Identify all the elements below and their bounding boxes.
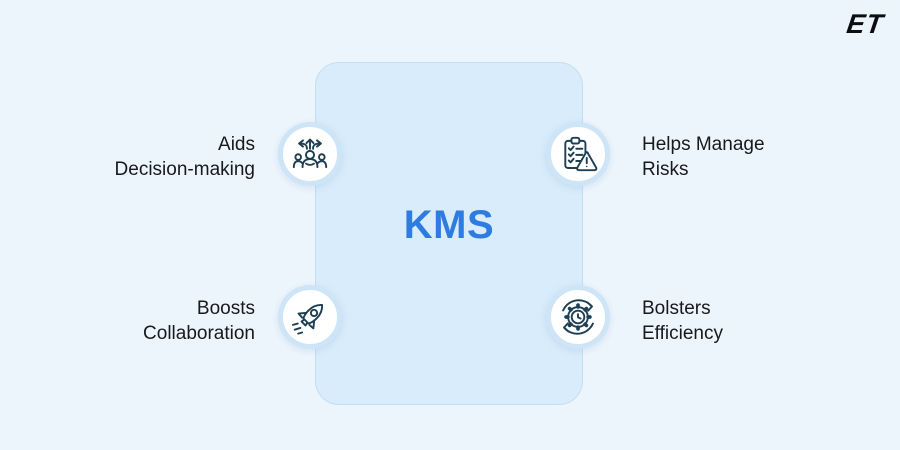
- node-manage-risks: [546, 122, 610, 186]
- node-collaboration: [278, 285, 342, 349]
- label-decision-making: Aids Decision-making: [114, 134, 255, 180]
- decision-paths-icon: [292, 138, 328, 169]
- node-decision-making: [278, 122, 342, 186]
- label-manage-risks: Helps Manage Risks: [642, 134, 765, 180]
- gear-clock-cycle-icon: [562, 299, 594, 335]
- kms-title: KMS: [403, 203, 495, 247]
- label-collaboration: Boosts Collaboration: [143, 298, 255, 344]
- label-efficiency: Bolsters Efficiency: [642, 298, 723, 344]
- rocket-icon: [291, 303, 324, 335]
- brand-logo: ET: [845, 9, 887, 39]
- kms-center-panel: KMS: [315, 62, 583, 405]
- clipboard-risk-warning-icon: [564, 136, 598, 172]
- node-efficiency: [546, 285, 610, 349]
